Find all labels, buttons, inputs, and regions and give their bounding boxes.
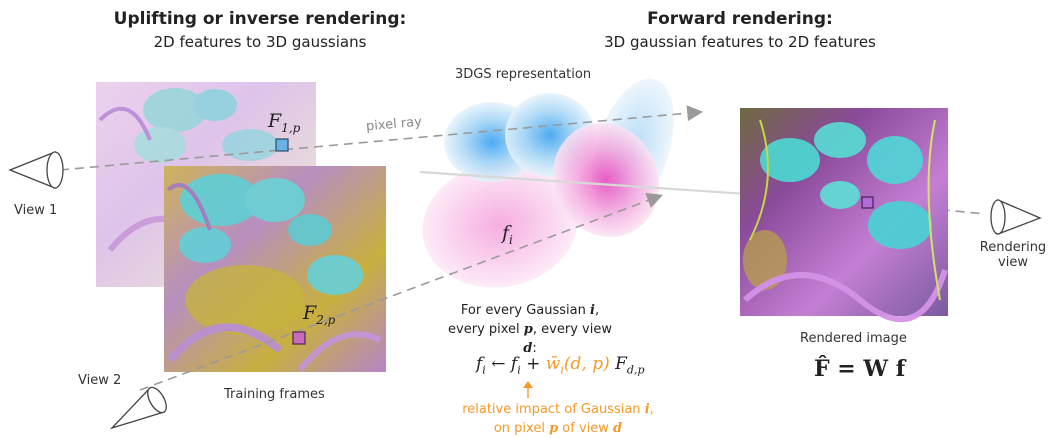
left-header-title: Uplifting or inverse rendering: — [113, 9, 407, 29]
fi-sub: i — [509, 232, 513, 247]
annotation-line1-prefix: relative impact of Gaussian — [462, 402, 645, 417]
rendered-pixel-square — [861, 196, 874, 209]
annotation-line2-var1: p — [549, 421, 559, 436]
eq-rhs-f: f — [510, 354, 518, 374]
eq-weight-args: (d, p) — [563, 354, 610, 374]
pixel-ray-view2 — [139, 192, 663, 391]
annotation-line1-var: i — [644, 402, 650, 417]
f2p-label: F2,p — [303, 302, 335, 327]
eq-rhs-f-sub: i — [517, 363, 521, 377]
view1-label: View 1 — [14, 203, 58, 218]
rendered-image — [740, 108, 948, 323]
impact-arrow-head — [523, 381, 533, 388]
eq-F: F — [615, 354, 627, 374]
intro-line2-mid: , every view — [532, 322, 612, 337]
pixel-square-view1 — [275, 138, 289, 152]
intro-line2-suffix: : — [532, 341, 537, 356]
f2p-main: F — [303, 302, 317, 324]
annotation-line1: relative impact of Gaussian i, — [458, 400, 658, 419]
eq-weight: w̄ — [545, 354, 561, 374]
intro-line1-prefix: For every Gaussian — [460, 303, 590, 318]
right-header-title: Forward rendering: — [647, 9, 833, 29]
intro-line2-var1: p — [523, 322, 533, 337]
intro-line2-var2: d — [523, 341, 533, 356]
equation-intro: For every Gaussian i, every pixel p, eve… — [440, 301, 620, 358]
view2-label: View 2 — [78, 373, 122, 388]
rendering-view-line1: Rendering — [979, 240, 1047, 255]
intro-line1: For every Gaussian i, — [440, 301, 620, 320]
rendering-view-line2: view — [998, 255, 1028, 270]
camera-view2-icon — [109, 386, 167, 430]
right-header-subtitle: 3D gaussian features to 2D features — [604, 33, 876, 51]
gaussian-cloud — [422, 78, 674, 288]
eq-weight-sub: i — [560, 363, 564, 377]
eq-arrow: ← — [491, 354, 506, 374]
f1p-main: F — [268, 110, 282, 132]
f1p-label: F1,p — [268, 110, 300, 135]
annotation-line2-mid: of view — [558, 421, 614, 436]
intro-line2: every pixel p, every view d: — [440, 320, 620, 358]
intro-line1-var: i — [590, 303, 595, 318]
eq-lhs: f — [476, 354, 483, 374]
f2p-sub: 2,p — [316, 312, 336, 327]
representation-label: 3DGS representation — [455, 67, 592, 82]
camera-rendering-icon — [990, 199, 1042, 235]
fi-label: fi — [502, 222, 513, 247]
rendering-view-label: Rendering view — [978, 240, 1048, 270]
f1p-sub: 1,p — [281, 120, 301, 135]
impact-annotation: relative impact of Gaussian i, on pixel … — [458, 400, 658, 438]
left-header-subtitle: 2D features to 3D gaussians — [153, 33, 367, 51]
eq-plus: + — [526, 354, 541, 374]
eq-lhs-sub: i — [482, 363, 486, 377]
camera-view1-icon — [8, 151, 64, 189]
training-frames-label: Training frames — [224, 387, 325, 402]
annotation-line2: on pixel p of view d — [458, 419, 658, 438]
annotation-line1-suffix: , — [649, 402, 654, 417]
annotation-line2-var2: d — [613, 421, 623, 436]
pixel-ray-view1 — [59, 105, 704, 171]
fi-main: f — [502, 222, 510, 244]
training-frame-2 — [164, 166, 386, 372]
pixel-square-view2 — [292, 331, 306, 345]
forward-equation: F̂ = W f — [814, 356, 906, 382]
eq-F-sub: d,p — [626, 363, 645, 377]
update-equation: fi ← fi + w̄i(d, p) Fd,p — [476, 354, 645, 376]
annotation-line2-prefix: on pixel — [493, 421, 550, 436]
rendered-image-label: Rendered image — [800, 331, 907, 346]
intro-line1-suffix: , — [594, 303, 600, 318]
intro-line2-prefix: every pixel — [448, 322, 524, 337]
